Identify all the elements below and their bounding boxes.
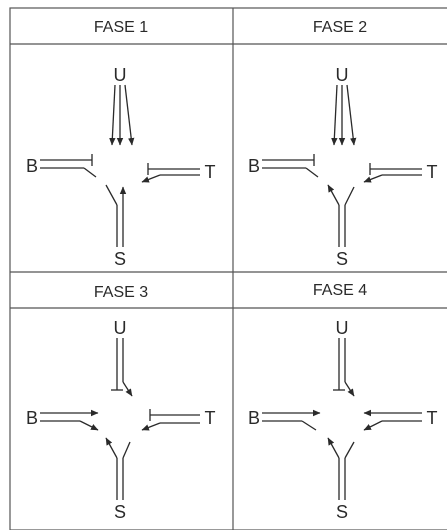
south-approach-arrows [327,184,355,247]
south-approach-arrows [105,184,127,247]
phase-3-title: FASE 3 [94,284,148,301]
label-north: U [114,65,127,85]
label-east: T [205,408,216,428]
phase-4-title: FASE 4 [313,282,367,299]
north-approach-arrows [111,338,133,397]
label-west: B [248,408,260,428]
label-south: S [114,249,126,269]
label-south: S [336,249,348,269]
label-north: U [336,318,349,338]
east-approach-arrows [141,163,200,183]
east-approach-arrows [141,409,200,431]
west-approach-arrows [262,409,321,431]
label-west: B [26,156,38,176]
label-north: U [336,65,349,85]
phase-1-diagram: U S B T [26,65,216,269]
label-north: U [114,318,127,338]
table-grid [9,7,447,530]
north-approach-arrows [333,338,355,397]
phase-3-diagram: U S B T [26,318,216,522]
phase-2-diagram: U S B T [248,65,438,269]
north-approach-arrows [331,84,357,146]
east-approach-arrows [363,163,422,183]
label-south: S [336,502,348,522]
label-east: T [427,408,438,428]
east-approach-arrows [363,409,422,431]
label-south: S [114,502,126,522]
west-approach-arrows [40,409,99,431]
south-approach-arrows [327,437,355,500]
phase-4-diagram: U S B T [248,318,438,522]
label-east: T [427,162,438,182]
label-west: B [26,408,38,428]
north-approach-arrows [109,84,135,146]
west-approach-stop [40,154,97,178]
label-east: T [205,162,216,182]
label-west: B [248,156,260,176]
phase-1-title: FASE 1 [94,19,148,36]
south-approach-arrows [105,437,131,500]
west-approach-stop [262,154,319,178]
phase-2-title: FASE 2 [313,19,367,36]
